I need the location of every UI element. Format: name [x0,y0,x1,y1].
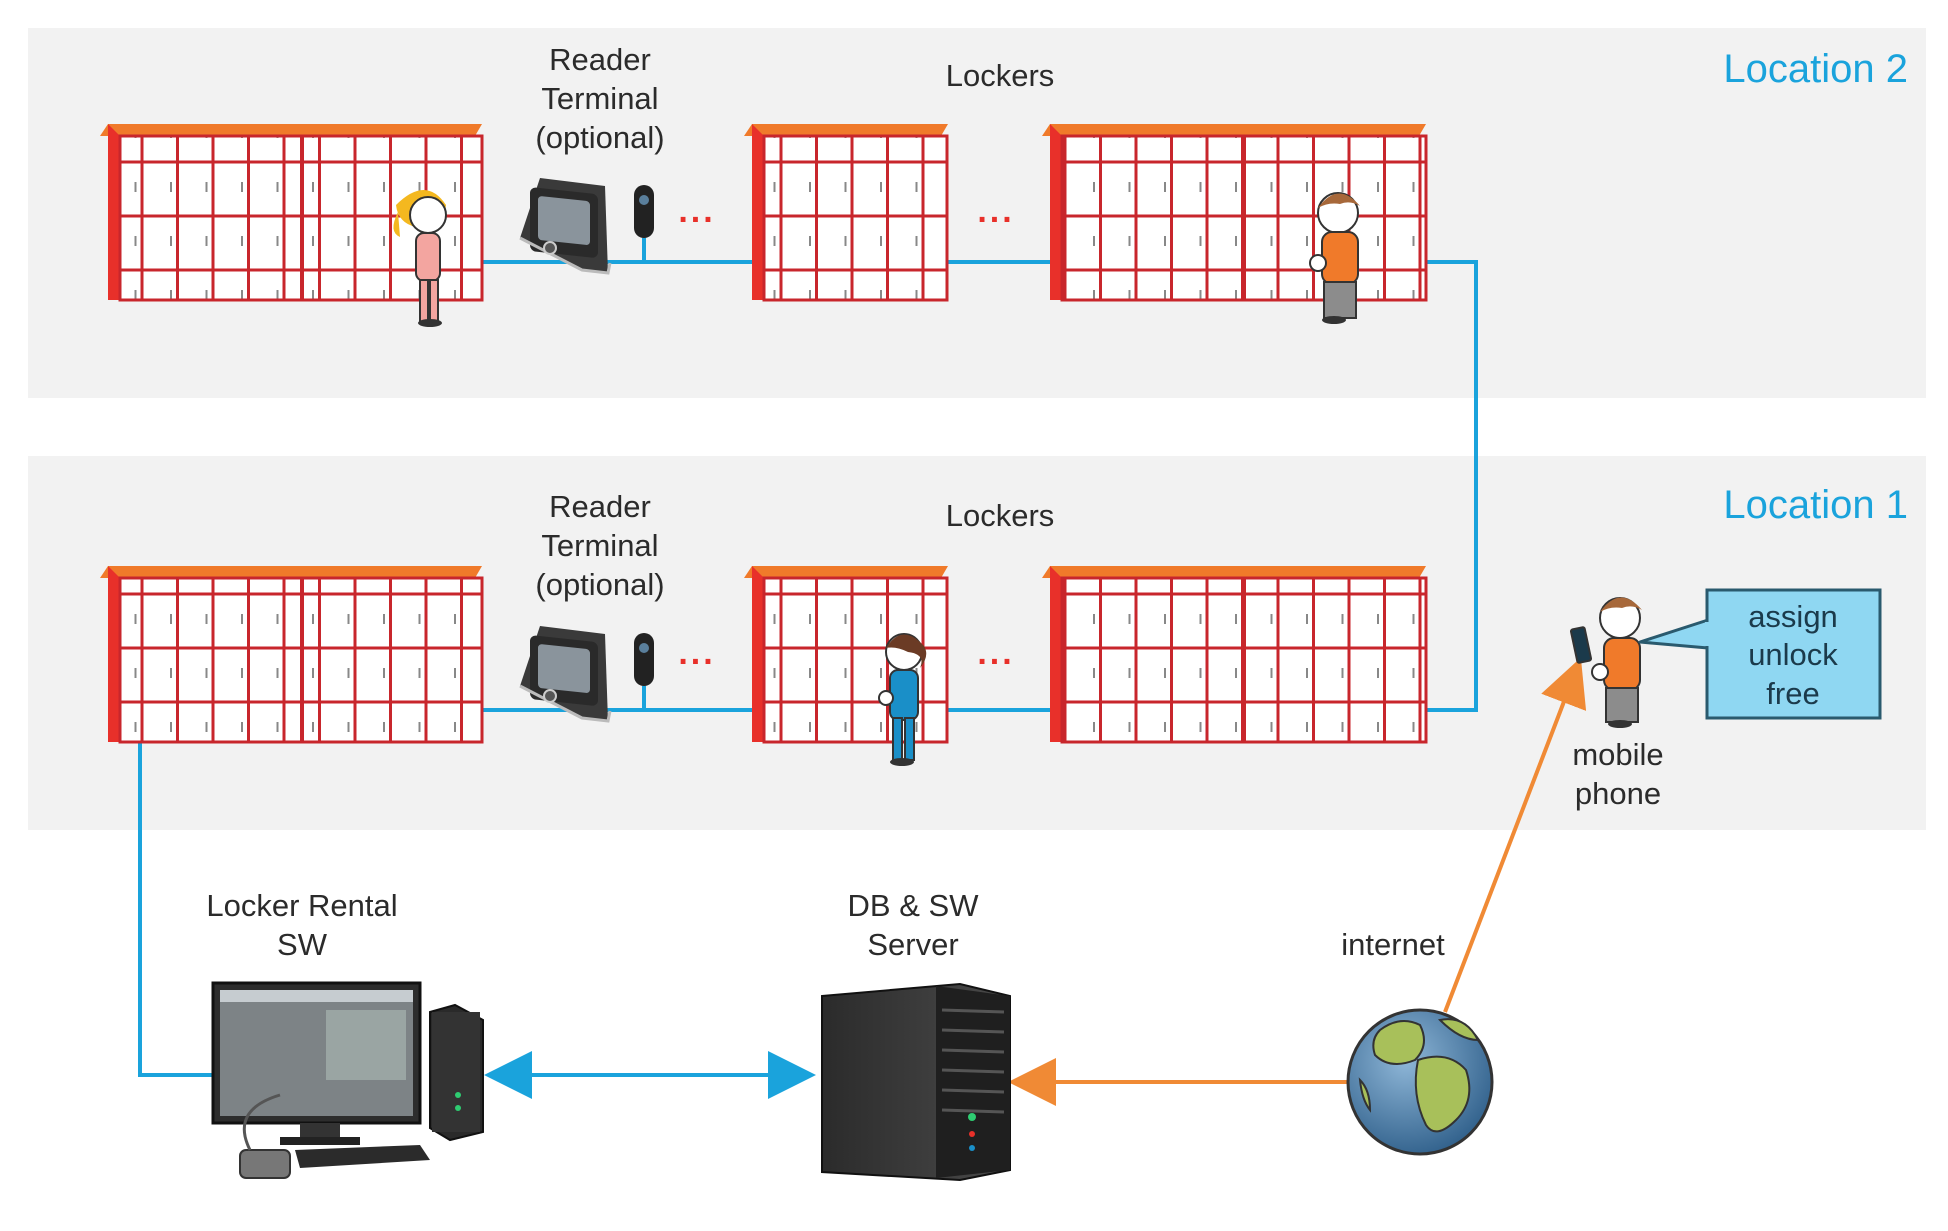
globe-icon [1346,1008,1494,1156]
bubble-action-free: free [1766,676,1819,711]
person-icon [1309,192,1360,324]
server-icon [821,982,1011,1182]
lockers-label: Lockers [946,498,1055,533]
computer-icon [211,981,484,1179]
action-speech-bubble [1638,588,1882,720]
server-label-line: DB & SW [848,888,980,923]
locker-bank [1042,124,1428,302]
person-with-phone-icon [1569,597,1642,728]
reader-terminal-label-line: Terminal [541,81,658,116]
lockers-label: Lockers [946,58,1055,93]
card-reader-icon [634,633,654,686]
ellipsis-marker: ... [678,634,715,672]
person-icon [393,190,447,327]
internet-phone-link [1443,657,1587,1013]
locker-bank [744,124,949,302]
reader-terminal-label-line: (optional) [535,567,664,602]
reader-terminal-icon [519,626,612,723]
internet-label: internet [1341,927,1445,962]
person-icon [878,633,927,766]
reader-terminal-label-line: Reader [549,489,651,524]
reader-terminal-icon [519,178,612,275]
reader-terminal-label-line: Reader [549,42,651,77]
ellipsis-marker: ... [977,634,1014,672]
ellipsis-marker: ... [977,192,1014,230]
mobile-phone-label-line: phone [1575,776,1661,811]
reader-terminal-label-line: (optional) [535,120,664,155]
locker-bank [1042,566,1428,744]
card-reader-icon [634,185,654,238]
software-label-line: Locker Rental [206,888,397,923]
software-label-line: SW [277,927,328,962]
server-label-line: Server [867,927,958,962]
reader-terminal-label-line: Terminal [541,528,658,563]
locker-bank [100,566,484,744]
network-lines [138,238,1478,1077]
ellipsis-marker: ... [678,192,715,230]
location-1-title: Location 1 [1723,483,1908,527]
bubble-action-unlock: unlock [1748,637,1838,672]
bubble-action-assign: assign [1748,599,1838,634]
location-2-title: Location 2 [1723,47,1908,91]
mobile-phone-label-line: mobile [1572,737,1663,772]
